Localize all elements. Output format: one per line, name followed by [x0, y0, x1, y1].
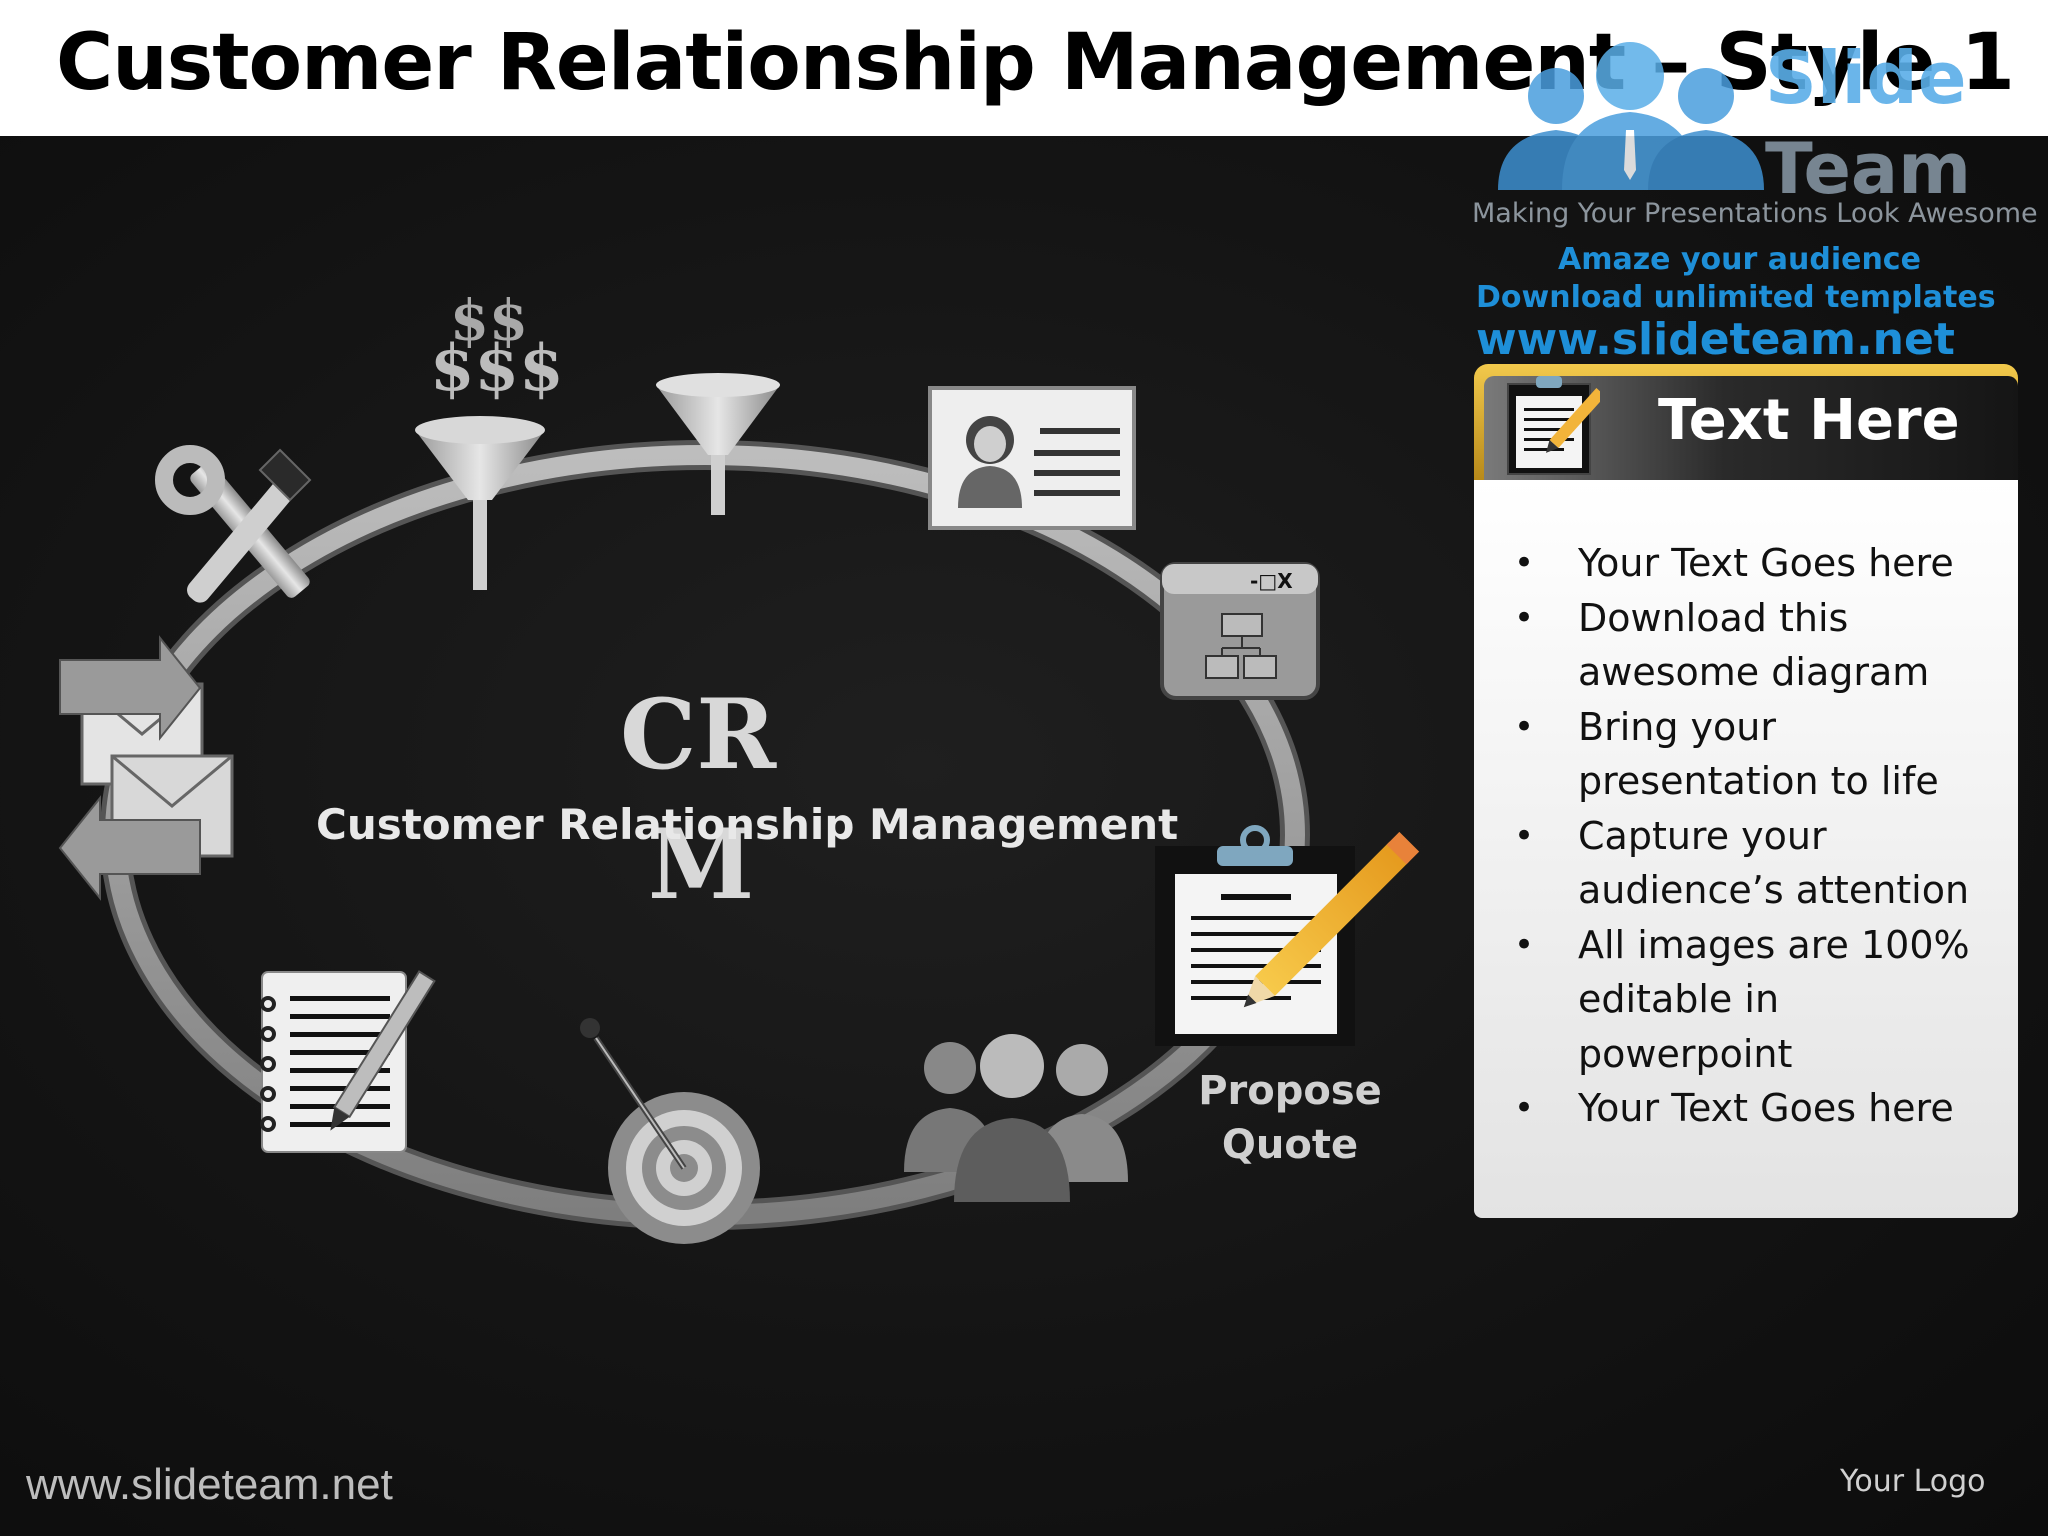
org-chart-window-icon: -□X: [1160, 562, 1320, 700]
svg-text:$$: $$: [450, 288, 528, 354]
promo-line-2: Download unlimited templates: [1476, 280, 1996, 315]
crm-center-line2: M: [648, 808, 755, 921]
funnel-icon: [656, 373, 780, 515]
promo-line-1: Amaze your audience: [1558, 242, 1921, 277]
panel-body: Your Text Goes here Download this awesom…: [1474, 480, 2018, 1218]
id-card-icon: [928, 386, 1136, 530]
promo-url-link[interactable]: www.slideteam.net: [1476, 314, 1955, 365]
step-label-propose-quote: Propose Quote: [1198, 1068, 1382, 1168]
svg-text:-□X: -□X: [1250, 569, 1293, 593]
bullet-item: Download this awesome diagram: [1514, 591, 1994, 700]
slideteam-logo-icon: [1498, 42, 1764, 190]
crm-subtitle: Customer Relationship Management: [316, 800, 1179, 849]
bullet-item: Your Text Goes here: [1514, 1081, 1994, 1136]
bullet-item: Capture your audience’s attention: [1514, 809, 1994, 918]
team-people-icon: [904, 1034, 1128, 1202]
bullet-list: Your Text Goes here Download this awesom…: [1514, 536, 1994, 1136]
bullet-item: All images are 100% editable in powerpoi…: [1514, 918, 1994, 1082]
notepad-pen-icon: [260, 970, 436, 1153]
crm-center-line1: CR: [620, 678, 777, 791]
logo-brand-team: Team: [1765, 128, 1972, 210]
svg-text:$$$: $$$: [430, 331, 564, 406]
bullet-item: Bring your presentation to life: [1514, 700, 1994, 809]
text-panel: Text Here Your Text Goes here Download t…: [1474, 364, 2018, 1218]
clipboard-pencil-icon: [1155, 825, 1420, 1046]
panel-header: Text Here: [1474, 364, 2018, 480]
panel-title: Text Here: [1658, 388, 1960, 453]
footer-url-link[interactable]: www.slideteam.net: [26, 1460, 393, 1509]
target-dart-icon: [580, 1018, 760, 1244]
logo-brand-slide: Slide: [1765, 36, 1967, 120]
logo-tagline: Making Your Presentations Look Awesome: [1472, 198, 2038, 229]
email-exchange-icon: [58, 635, 234, 901]
money-funnel-icon: $$$ $$: [415, 288, 564, 590]
your-logo-placeholder: Your Logo: [1840, 1464, 1986, 1499]
clipboard-icon: [1507, 376, 1600, 475]
header-bar: Customer Relationship Management – Style…: [0, 0, 2048, 136]
bullet-item: Your Text Goes here: [1514, 536, 1994, 591]
gear-tools-icon: [155, 445, 312, 603]
